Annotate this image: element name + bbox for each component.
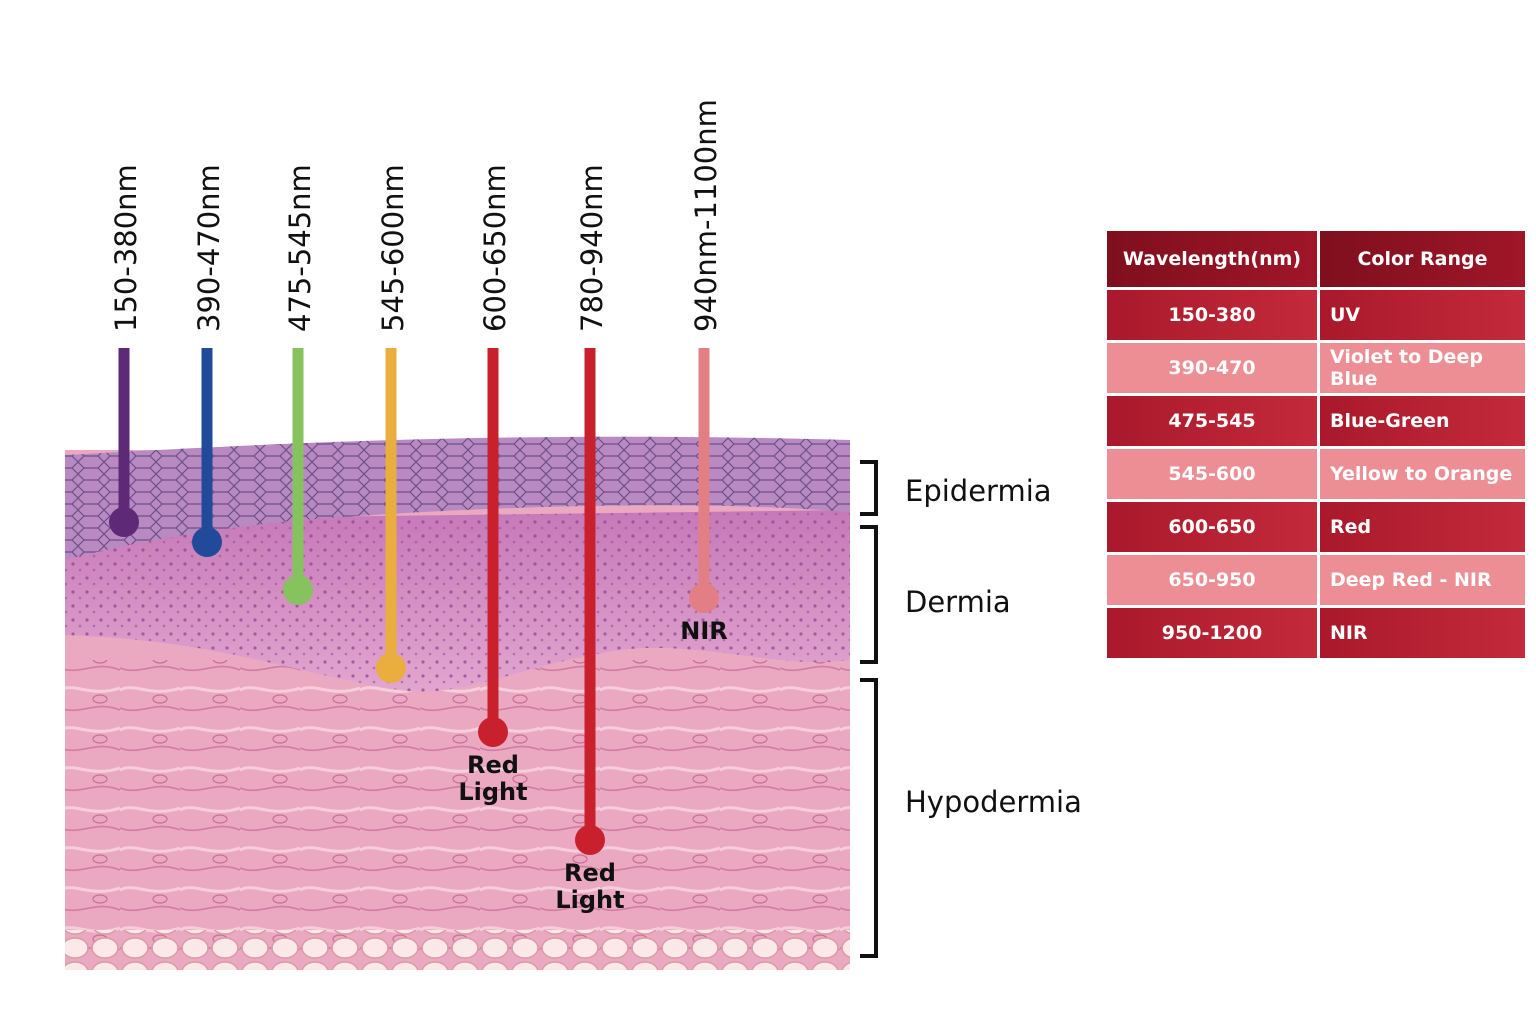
header-wavelength: Wavelength(nm) bbox=[1107, 231, 1317, 287]
dermia-bracket bbox=[860, 525, 878, 664]
table-row: 475-545 Blue-Green bbox=[1107, 396, 1525, 446]
cell-wavelength: 545-600 bbox=[1107, 449, 1317, 499]
cell-color-range: Red bbox=[1320, 502, 1525, 552]
cell-color-range: Yellow to Orange bbox=[1320, 449, 1525, 499]
cell-color-range: Violet to Deep Blue bbox=[1320, 343, 1525, 393]
probe-dot-545-600 bbox=[376, 653, 406, 683]
penetration-label: NIR bbox=[680, 617, 728, 645]
layer-label-epidermia: Epidermia bbox=[905, 474, 1052, 508]
cell-color-range: NIR bbox=[1320, 608, 1525, 658]
table-row: 600-650 Red bbox=[1107, 502, 1525, 552]
probe-wavelength-label: 150-380nm bbox=[109, 164, 143, 332]
cell-color-range: Deep Red - NIR bbox=[1320, 555, 1525, 605]
probe-dot-780-940 bbox=[575, 825, 605, 855]
table-row: 545-600 Yellow to Orange bbox=[1107, 449, 1525, 499]
probe-wavelength-label: 940nm-1100nm bbox=[689, 99, 723, 332]
table-row: 390-470 Violet to Deep Blue bbox=[1107, 343, 1525, 393]
cell-color-range: Blue-Green bbox=[1320, 396, 1525, 446]
probe-wavelength-label: 600-650nm bbox=[478, 164, 512, 332]
probe-wavelength-label: 390-470nm bbox=[192, 164, 226, 332]
probe-dot-940-1100 bbox=[689, 583, 719, 613]
skin-penetration-diagram: 150-380nm 390-470nm 475-545nm 545-600nm 600-… bbox=[65, 99, 1082, 970]
cell-wavelength: 950-1200 bbox=[1107, 608, 1317, 658]
cell-wavelength: 150-380 bbox=[1107, 290, 1317, 340]
penetration-label: Red Light bbox=[555, 859, 625, 914]
cell-wavelength: 600-650 bbox=[1107, 502, 1317, 552]
table-row: 650-950 Deep Red - NIR bbox=[1107, 555, 1525, 605]
cell-wavelength: 650-950 bbox=[1107, 555, 1317, 605]
epidermia-bracket bbox=[860, 460, 878, 516]
probe-dot-390-470 bbox=[192, 527, 222, 557]
probe-dot-150-380 bbox=[109, 507, 139, 537]
hypodermia-bracket bbox=[860, 678, 878, 958]
cell-wavelength: 475-545 bbox=[1107, 396, 1317, 446]
probe-wavelength-label: 780-940nm bbox=[575, 164, 609, 332]
fat-layer bbox=[65, 930, 850, 970]
probe-wavelength-label: 475-545nm bbox=[283, 164, 317, 332]
cell-color-range: UV bbox=[1320, 290, 1525, 340]
probe-dot-475-545 bbox=[283, 575, 313, 605]
cell-wavelength: 390-470 bbox=[1107, 343, 1317, 393]
penetration-label: Red Light bbox=[458, 751, 528, 806]
header-color-range: Color Range bbox=[1320, 231, 1525, 287]
probe-wavelength-label: 545-600nm bbox=[376, 164, 410, 332]
table-row: 150-380 UV bbox=[1107, 290, 1525, 340]
layer-label-hypodermia: Hypodermia bbox=[905, 785, 1082, 819]
wavelength-table: Wavelength(nm) Color Range 150-380 UV 39… bbox=[1104, 228, 1528, 661]
table-row: 950-1200 NIR bbox=[1107, 608, 1525, 658]
probe-dot-600-650 bbox=[478, 717, 508, 747]
skin-cross-section bbox=[65, 348, 878, 970]
layer-label-dermia: Dermia bbox=[905, 585, 1011, 619]
